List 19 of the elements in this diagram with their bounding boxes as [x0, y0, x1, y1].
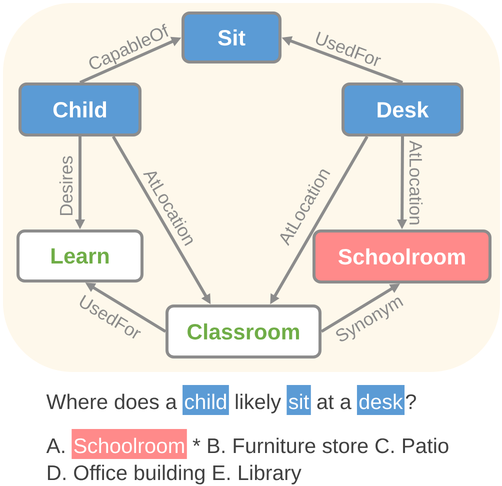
concept-box: Sit	[182, 12, 282, 64]
concept-box: Child	[18, 82, 142, 136]
question-text: Where does a	[46, 394, 177, 410]
question-text: at a	[317, 395, 352, 410]
edge-label: Desires	[59, 156, 73, 216]
highlighted-word: sit	[286, 385, 311, 415]
highlighted-word: Schoolroom	[72, 429, 187, 459]
concept-box: Schoolroom	[312, 230, 492, 284]
highlighted-word: desk	[356, 385, 405, 415]
highlighted-word: child	[182, 385, 229, 415]
question-text: likely	[236, 394, 282, 414]
answer-options: A.	[46, 438, 64, 453]
edge-label: AtLocation	[409, 140, 423, 224]
answer-options: D. Office building E. Library	[48, 464, 302, 484]
answer-options: * B. Furniture store C. Patio	[192, 438, 448, 454]
question-text: ?	[406, 394, 416, 409]
concept-box: Learn	[16, 230, 144, 282]
concept-box: Classroom	[166, 304, 322, 358]
concept-box: Desk	[342, 82, 464, 136]
